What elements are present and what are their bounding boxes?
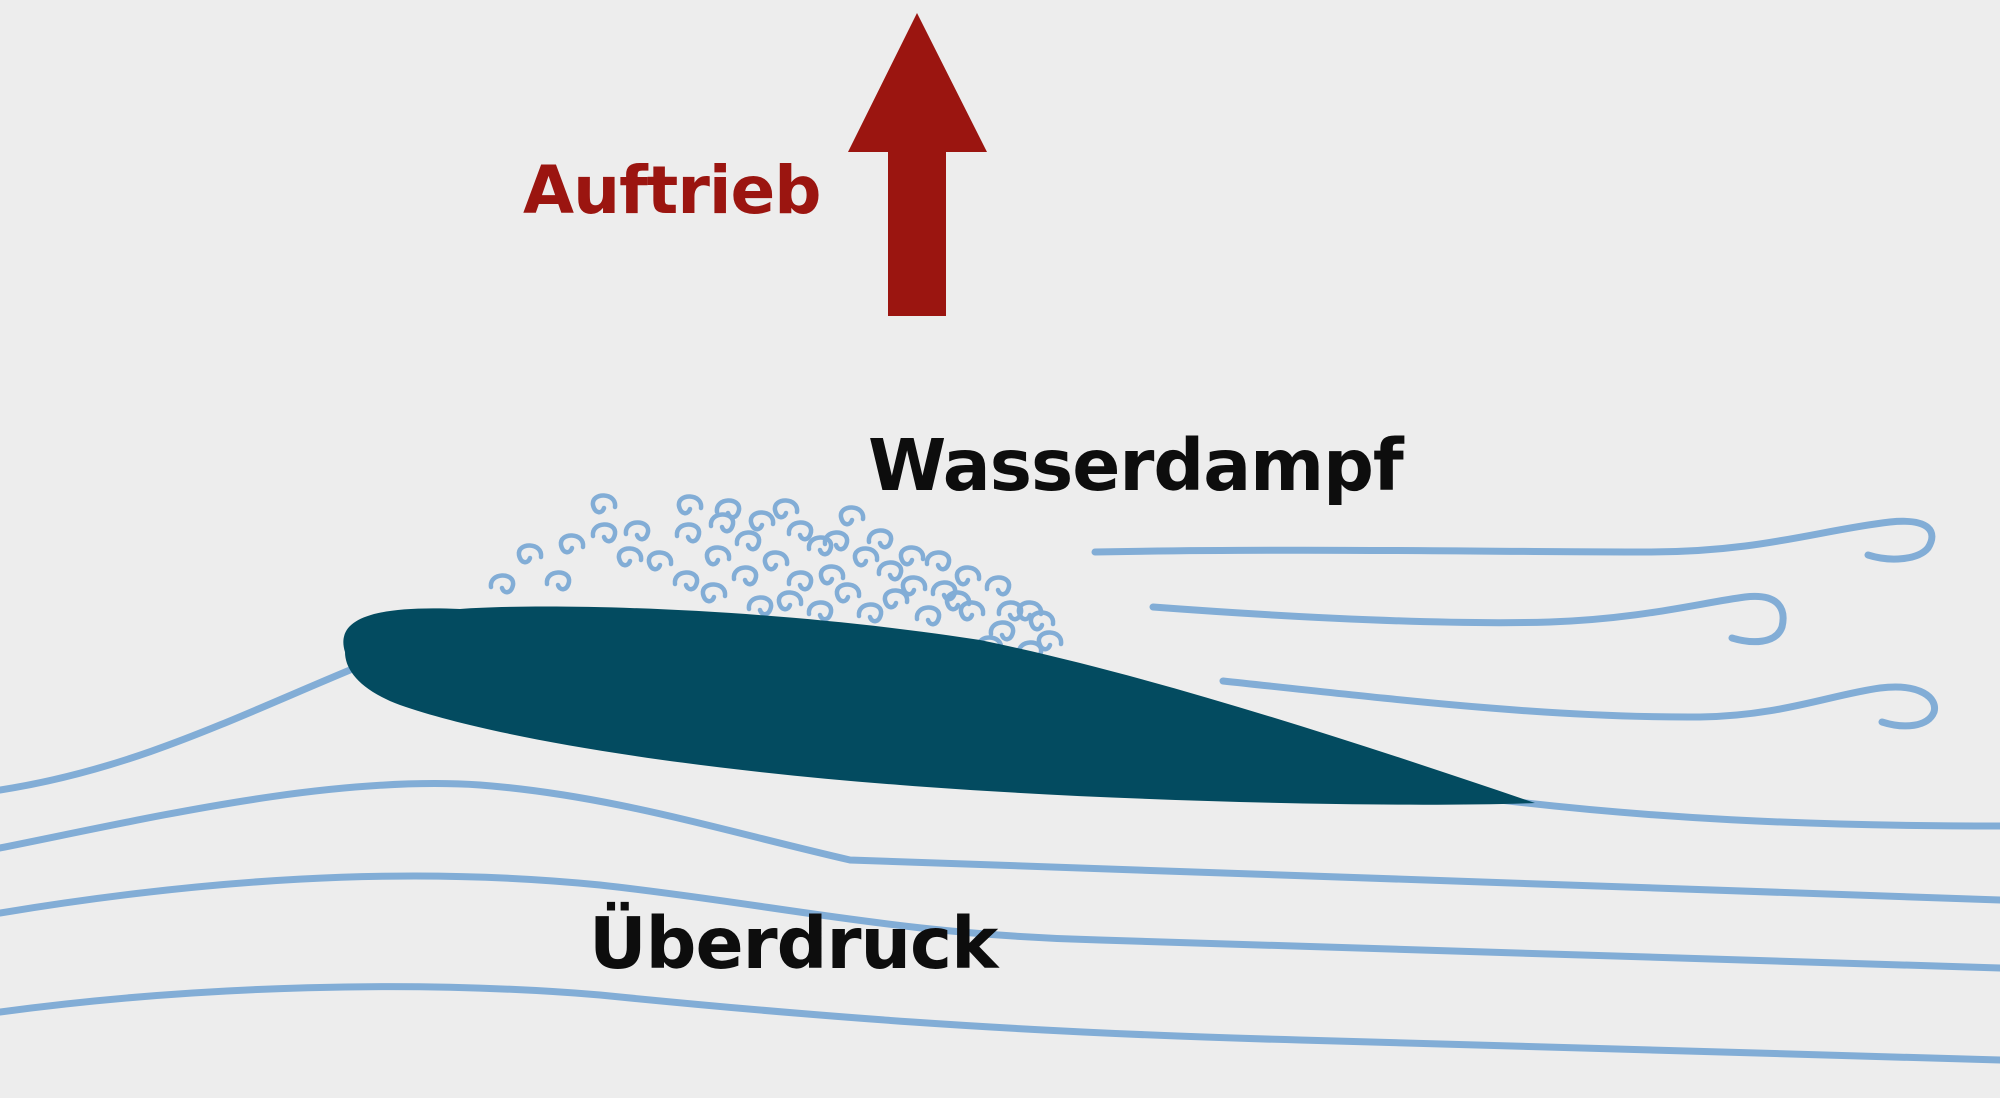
streamline-under-4 (0, 983, 2000, 1064)
streamline-under-1 (0, 666, 2000, 830)
vapor-curl-icon (646, 550, 674, 572)
vapor-curl-icon (1036, 630, 1064, 652)
streamline-wake-3 (1219, 677, 1938, 730)
vapor-curl-icon (488, 573, 516, 595)
vapor-curl-icon (852, 546, 880, 568)
vapor-curl-icon (822, 530, 850, 552)
vapor-curl-icon (786, 520, 814, 542)
streamline-under-3 (0, 872, 2000, 972)
vapor-label: Wasserdampf (868, 424, 1405, 507)
vapor-curl-icon (672, 570, 700, 592)
vapor-curl-icon (834, 582, 862, 604)
vapor-curl-icon (876, 560, 904, 582)
vapor-curl-icon (676, 494, 704, 516)
vapor-curl-icon (762, 550, 790, 572)
vapor-curl-icon (772, 498, 800, 520)
vapor-curl-icon (898, 545, 926, 567)
streamline-wake-2 (1149, 592, 1787, 646)
vapor-curl-icon (988, 620, 1016, 642)
vapor-curl-icon (996, 600, 1024, 622)
water-vapor-curls (488, 493, 1064, 682)
vapor-curl-icon (776, 590, 804, 612)
vapor-curl-icon (623, 520, 651, 542)
vapor-curl-icon (944, 590, 972, 612)
vapor-curl-icon (818, 564, 846, 586)
streamline-under-2 (0, 780, 2000, 904)
vapor-curl-icon (924, 550, 952, 572)
vapor-curl-icon (748, 510, 776, 532)
vapor-curl-icon (674, 522, 702, 544)
vapor-curl-icon (714, 498, 742, 520)
vapor-curl-icon (856, 602, 884, 624)
airfoil-icon (343, 606, 1535, 805)
vapor-curl-icon (806, 535, 834, 557)
vapor-curl-icon (984, 575, 1012, 597)
vapor-curl-icon (930, 580, 958, 602)
vapor-curl-icon (746, 595, 774, 617)
vapor-curl-icon (558, 533, 586, 555)
vapor-curl-icon (734, 530, 762, 552)
arrow-up-icon (848, 13, 987, 316)
vapor-curl-icon (616, 546, 644, 568)
vapor-curl-icon (708, 512, 736, 534)
overpressure-label: Überdruck (589, 902, 1000, 985)
vapor-curl-icon (954, 565, 982, 587)
vapor-curl-icon (882, 588, 910, 610)
vapor-curl-icon (731, 565, 759, 587)
lower-streamlines (0, 666, 2000, 1064)
vapor-curl-icon (700, 582, 728, 604)
upper-streamlines (1091, 517, 1938, 730)
streamline-wake-1 (1091, 517, 1936, 563)
vapor-curl-icon (590, 493, 618, 515)
vapor-curl-icon (786, 570, 814, 592)
vapor-curl-icon (838, 505, 866, 527)
vapor-curl-icon (544, 570, 572, 592)
vapor-curl-icon (900, 575, 928, 597)
vapor-curl-icon (590, 522, 618, 544)
vapor-curl-icon (866, 528, 894, 550)
vapor-curl-icon (958, 600, 986, 622)
vapor-curl-icon (806, 600, 834, 622)
vapor-curl-icon (516, 543, 544, 565)
vapor-curl-icon (1028, 610, 1056, 632)
lift-label: Auftrieb (523, 152, 821, 229)
vapor-curl-icon (704, 545, 732, 567)
vapor-curl-icon (914, 605, 942, 627)
